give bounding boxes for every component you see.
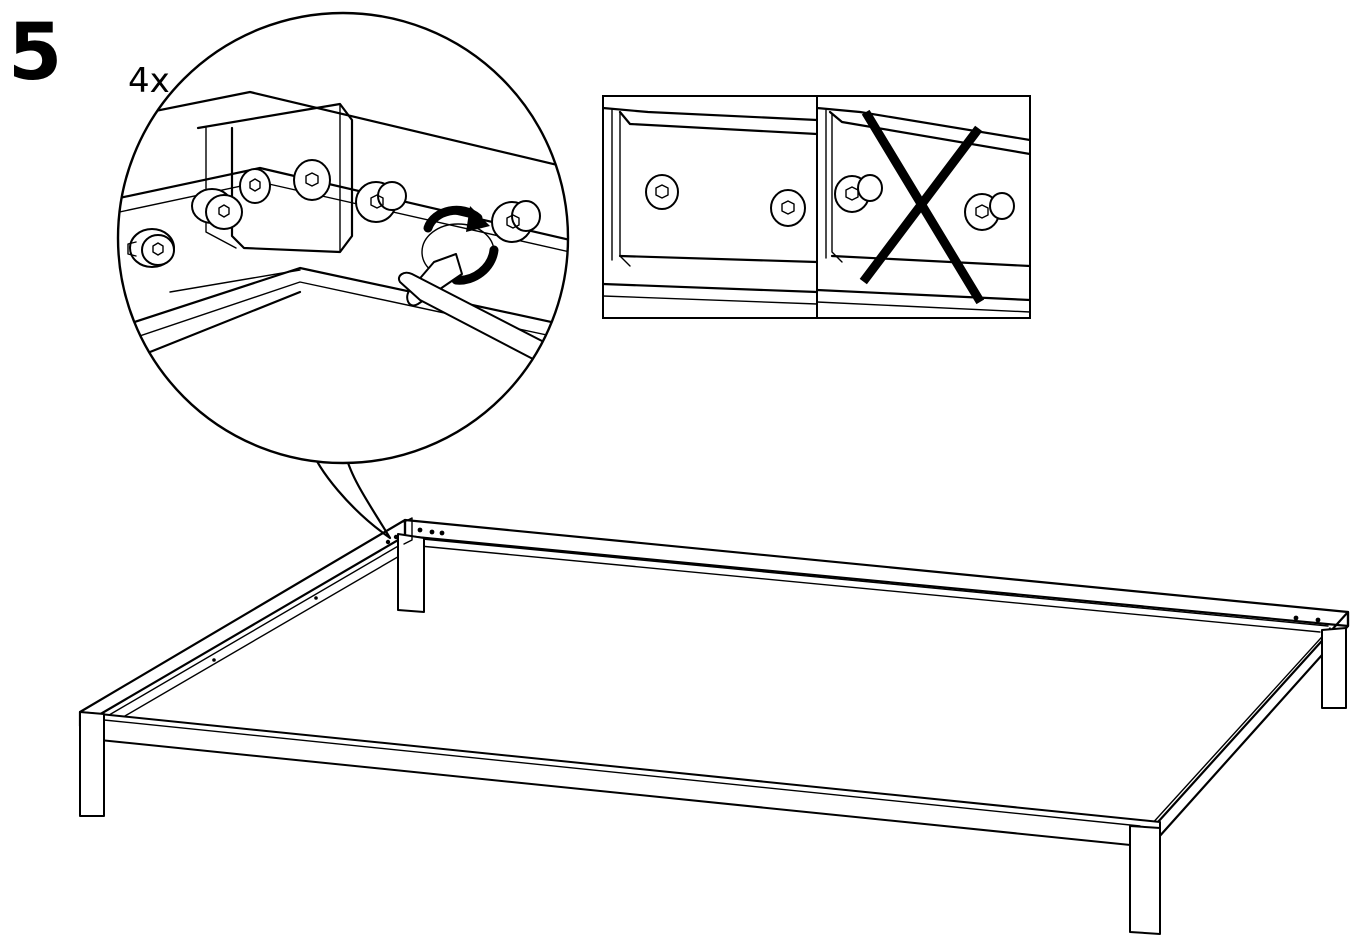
screw: [293, 159, 331, 201]
screw: [355, 181, 407, 223]
screw: [191, 188, 243, 230]
screw: [491, 200, 541, 243]
bed-frame: [78, 517, 1350, 935]
clockwise-arrow-icon: [421, 205, 499, 285]
leg-front-right: [1129, 825, 1161, 935]
detail-magnifier: [116, 11, 570, 465]
comparison-panels: [602, 95, 1031, 319]
panel-wrong: [816, 95, 1031, 319]
screw: [127, 228, 175, 268]
leg-back-right: [1321, 627, 1347, 709]
quantity-label: 4x: [128, 61, 170, 101]
step-number: 5: [8, 8, 62, 98]
leg-front-left: [79, 711, 105, 817]
front-rail: [79, 711, 1161, 849]
right-rail: [1149, 610, 1350, 840]
cross-mark-icon: [859, 109, 985, 305]
callout-pointer: [308, 444, 392, 540]
left-rail: [78, 518, 421, 728]
panel-correct: [602, 95, 818, 319]
back-rail: [403, 518, 1350, 633]
screw: [239, 168, 271, 204]
leg-back-left: [397, 533, 425, 613]
